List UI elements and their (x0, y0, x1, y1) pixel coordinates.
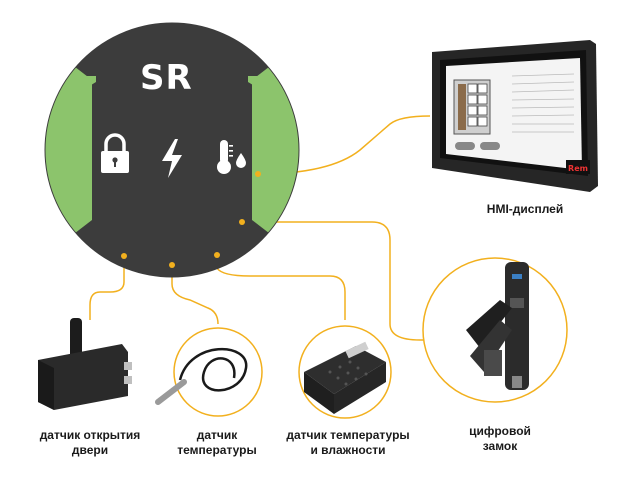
lightning-icon (162, 139, 182, 178)
humidity-sensor-device (298, 325, 392, 419)
digital-lock-label: цифровой замок (469, 424, 531, 453)
connector-door (89, 256, 125, 320)
door-sensor-device (38, 318, 132, 410)
connector-humidity (216, 255, 346, 320)
door-sensor-label: датчик открытия двери (39, 428, 141, 457)
hmi-display-label: HMI-дисплей (486, 202, 564, 216)
connector-lines (89, 115, 431, 341)
thermometer-droplet-icon (217, 140, 246, 174)
lock-icon (101, 133, 129, 173)
connector-dots (121, 171, 261, 268)
temperature-sensor-device (155, 327, 263, 417)
humidity-sensor-label: датчик температуры и влажности (286, 428, 410, 457)
hmi-screen-logo: Rem (568, 164, 588, 173)
connector-lock (242, 221, 430, 341)
temperature-sensor-label: датчик температуры (177, 428, 257, 457)
hmi-display-device (432, 40, 598, 192)
connector-temp (171, 265, 219, 325)
digital-lock-device (422, 257, 568, 403)
hub-logo: SR (140, 58, 193, 98)
